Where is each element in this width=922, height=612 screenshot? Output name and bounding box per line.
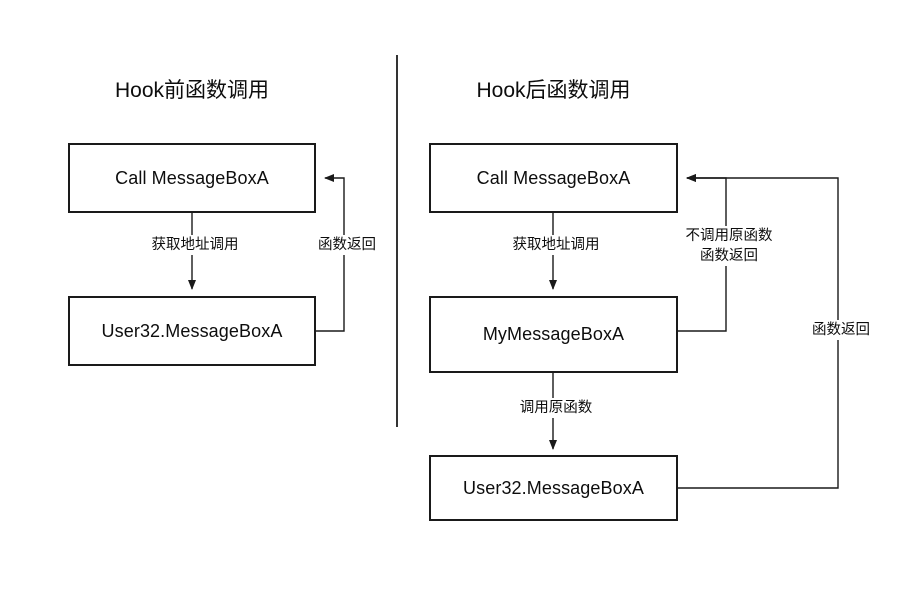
node-right-user32-messageboxa[interactable]: User32.MessageBoxA [429,455,678,521]
edge-label-right-far-function-return: 函数返回 [794,320,888,340]
right-panel-title: Hook后函数调用 [476,79,631,102]
node-left-call-messageboxa[interactable]: Call MessageBoxA [68,143,316,213]
edge-label-left-get-address-call: 获取地址调用 [131,235,259,255]
edge-label-right-no-original-return: 不调用原函数 函数返回 [665,226,793,266]
edge-label-line-no-original-call: 不调用原函数 [685,228,773,244]
node-right-call-messageboxa[interactable]: Call MessageBoxA [429,143,678,213]
edge-label-right-get-address-call: 获取地址调用 [492,235,620,255]
edge-label-right-call-original: 调用原函数 [502,398,610,418]
edge-label-line-function-return: 函数返回 [700,248,758,264]
left-panel-title: Hook前函数调用 [114,79,270,102]
node-left-user32-messageboxa[interactable]: User32.MessageBoxA [68,296,316,366]
edge-label-left-function-return: 函数返回 [300,235,394,255]
node-right-mymessageboxa[interactable]: MyMessageBoxA [429,296,678,373]
